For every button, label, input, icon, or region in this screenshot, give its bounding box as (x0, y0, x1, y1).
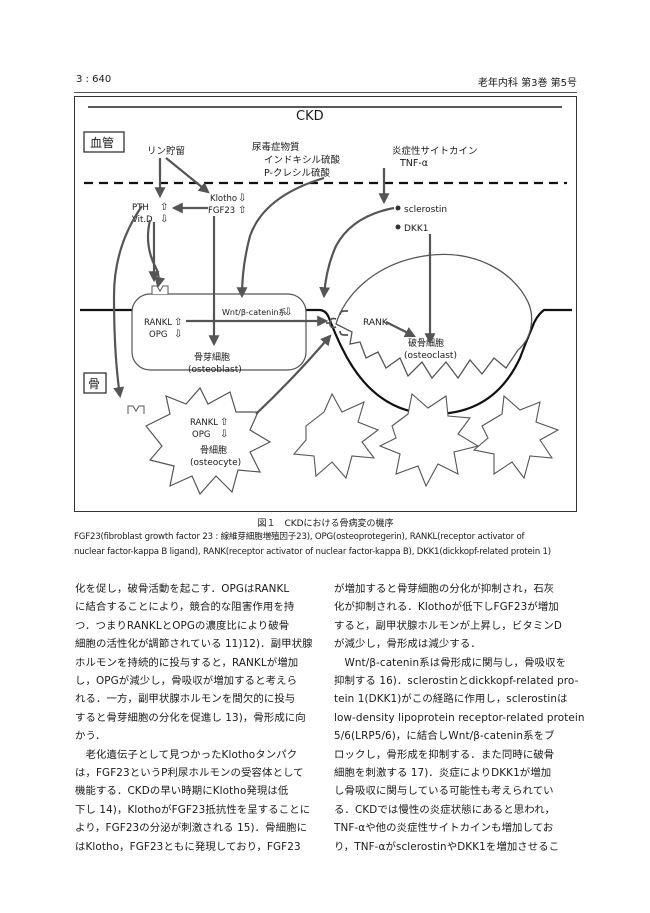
page-number: 3 : 640 (76, 74, 112, 85)
arrow-rank-to-osteoclast (385, 321, 416, 337)
body-line: 化が抑制される．Klothoが低下しFGF23が増加 (334, 601, 559, 614)
body-line: より，FGF23の分泌が刺激される 15)．骨細胞に (75, 822, 308, 835)
figure-caption-body: FGF23(fibroblast growth factor 23 : 線維芽細… (74, 530, 577, 560)
klotho-down-icon: ⇩ (238, 193, 246, 204)
arrow-sclerostin-to-wnt (319, 206, 395, 299)
body-line: ロックし，骨形成を抑制する．また同時に破骨 (334, 748, 555, 761)
body-line: すると，副甲状腺ホルモンが上昇し，ビタミンD (334, 619, 562, 632)
body-line: る．CKDでは慢性の炎症状態にあると思われ， (334, 803, 556, 816)
arrow-phosphate-to-fgf23 (165, 157, 210, 194)
body-line: は，FGF23というP利尿ホルモンの受容体として (75, 767, 304, 780)
body-column-left: 化を促し，破骨活動を起こす．OPGはRANKL に結合することにより，競合的な阻… (75, 580, 318, 856)
wnt-down-icon: ⇩ (284, 307, 292, 318)
indoxyl-label: インドキシル硫酸 (264, 154, 341, 166)
fgf23-label: FGF23 (208, 206, 235, 216)
bone-label-box (83, 372, 107, 394)
body-line: つ．つまりRANKLとOPGの濃度比により破骨 (75, 619, 290, 632)
osteocyte-cell (145, 386, 272, 496)
rankl-osteoblast-label: RANKL (144, 318, 172, 328)
figure-title: CKD (296, 109, 324, 124)
journal-title: 老年内科 第3巻 第5号 (477, 78, 577, 89)
dkk1-label: DKK1 (404, 224, 428, 234)
body-line: に結合することにより，競合的な阻害作用を持 (75, 601, 295, 614)
body-line: すると骨芽細胞の分化を促進し 13)，骨形成に向 (75, 711, 306, 724)
sclerostin-label: sclerostin (404, 205, 447, 215)
body-line: が増加すると骨芽細胞の分化が抑制され，石灰 (334, 583, 555, 595)
osteocyte-label-en: (osteocyte) (190, 458, 241, 468)
body-line: り，TNF-αがsclerostinやDKK1を増加させるこ (334, 840, 560, 853)
cytokine-label: 炎症性サイトカイン (392, 145, 478, 157)
body-line: 5/6(LRP5/6)，に結合しWnt/β-catenin系をブ (334, 730, 555, 743)
osteoclast-label-ja: 破骨細胞 (408, 337, 444, 349)
wnt-label: Wnt/β-catenin系 (222, 307, 287, 317)
caption-line: nuclear factor-kappa B ligand), RANK(rec… (74, 547, 551, 557)
body-line: し，OPGが減少し，骨吸収が増加すると考えら (75, 675, 298, 688)
pth-up-icon: ⇧ (160, 202, 168, 213)
osteoblast-cell (131, 293, 307, 371)
caption-line: FGF23(fibroblast growth factor 23 : 線維芽細… (74, 532, 525, 542)
opg-osteoblast-label: OPG (149, 330, 167, 340)
figure-ckd-bone-mechanism: CKD 血管 骨 リン貯留 尿毒症物質 インドキシル硫酸 P-クレシル硫酸 炎症… (74, 96, 577, 512)
osteocyte-receptor-icon (127, 405, 145, 414)
osteoclast-cell (335, 253, 533, 380)
body-line: Wnt/β-catenin系は骨形成に関与し，骨吸収を (334, 656, 567, 669)
body-line: し骨吸収に関与している可能性も考えられてい (334, 785, 554, 798)
vessel-label-box (83, 131, 125, 153)
vitd-down-icon: ⇩ (160, 214, 168, 225)
body-line: 機能する．CKDの早い時期にKlotho発現は低 (75, 785, 289, 798)
osteoblast-label-en: (osteoblast) (188, 365, 242, 375)
body-line: が減少し，骨形成は減少する． (334, 638, 481, 651)
body-line: はKlotho，FGF23ともに発現しており，FGF23 (75, 840, 301, 853)
osteoblast-label-ja: 骨芽細胞 (194, 351, 230, 363)
klotho-label: Klotho (210, 194, 237, 204)
vitd-label: Vit.D (132, 215, 153, 225)
body-line: 細胞を刺激する 17)．炎症によりDKK1が増加 (334, 767, 552, 780)
body-line: 抑制する 16)．sclerostinとdickkopf-related pro… (334, 675, 579, 688)
opg-osteocyte-label: OPG (192, 430, 210, 440)
dkk1-dot (395, 224, 401, 230)
opg-osteoblast-down-icon: ⇩ (174, 329, 182, 340)
body-line: 細胞の活性化が調節されている 11)12)．副甲状腺 (75, 638, 313, 651)
body-line: TNF-αや他の炎症性サイトカインも増加してお (334, 822, 554, 835)
uremic-label: 尿毒症物質 (252, 141, 300, 153)
body-line: 老化遺伝子として見つかったKlothoタンパク (75, 748, 298, 761)
body-line: low-density lipoprotein receptor-related… (334, 711, 585, 724)
tnf-label: TNF-α (399, 158, 428, 169)
body-line: 化を促し，破骨活動を起こす．OPGはRANKL (75, 583, 290, 595)
rank-label: RANK (363, 318, 389, 328)
osteoclast-label-en: (osteoclast) (404, 351, 457, 361)
opg-osteocyte-down-icon: ⇩ (220, 429, 228, 440)
body-line: ホルモンを持続的に投与すると，RANKLが増加 (75, 656, 299, 669)
body-line: れる．一方，副甲状腺ホルモンを間欠的に投与 (75, 693, 296, 706)
fgf23-up-icon: ⇧ (238, 205, 246, 216)
figure-caption-title: 図１ CKDにおける骨病変の機序 (257, 519, 394, 529)
rankl-osteocyte-label: RANKL (190, 418, 218, 428)
header-divider (74, 92, 577, 93)
rankl-osteocyte-up-icon: ⇧ (220, 417, 228, 428)
phosphate-label: リン貯留 (147, 145, 185, 157)
arrow-pth-to-osteocyte (112, 205, 143, 399)
arrow-uremic-to-osteoblast (236, 176, 325, 299)
bone-label: 骨 (88, 377, 100, 391)
pcresyl-label: P-クレシル硫酸 (264, 167, 330, 179)
osteocyte-label-ja: 骨細胞 (200, 444, 227, 456)
osteocyte-shape-4 (472, 394, 560, 480)
arrow-osteocyte-to-rank (255, 334, 332, 415)
rankl-osteoblast-up-icon: ⇧ (174, 317, 182, 328)
body-line: かう． (75, 730, 106, 743)
body-line: 下し 14)，KlothoがFGF23抵抗性を呈することに (75, 803, 311, 816)
osteocyte-shape-3 (378, 392, 480, 488)
osteocyte-shape-2 (292, 392, 380, 480)
sclerostin-dot (395, 205, 401, 211)
vessel-label: 血管 (90, 135, 114, 150)
body-column-right: が増加すると骨芽細胞の分化が抑制され，石灰 化が抑制される．Klothoが低下し… (334, 580, 585, 856)
body-line: tein 1(DKK1)がこの経路に作用し，sclerostinは (334, 693, 568, 706)
